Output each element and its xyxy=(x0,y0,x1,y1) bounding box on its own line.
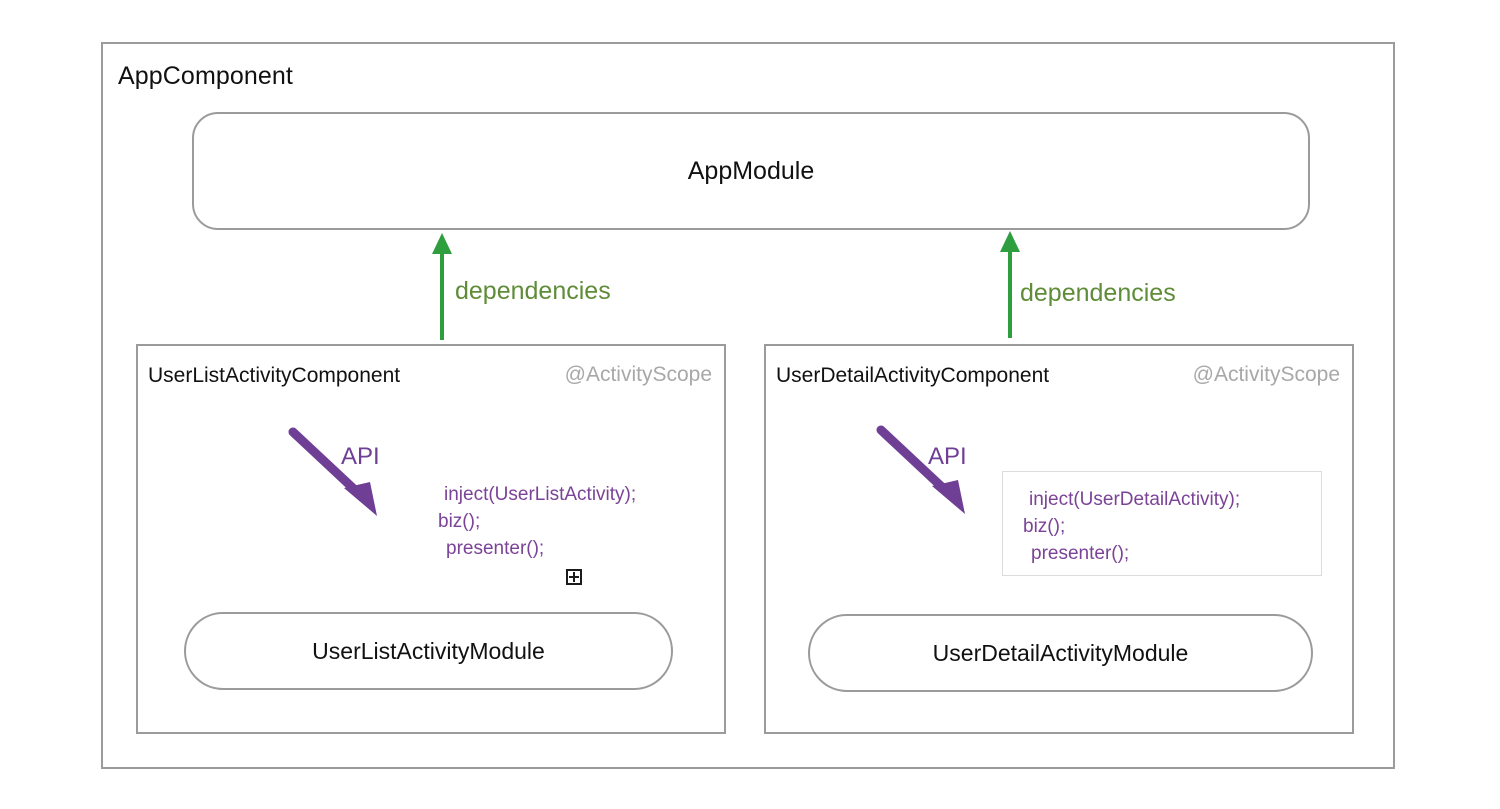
code-line-presenter: presenter(); xyxy=(446,538,545,559)
plus-square-icon[interactable] xyxy=(566,569,582,585)
code-line-inject: inject(UserDetailActivity); xyxy=(1029,489,1241,510)
dependency-label-right: dependencies xyxy=(1020,279,1176,307)
api-label-left: API xyxy=(341,443,380,470)
user-list-activity-module-box[interactable]: UserListActivityModule xyxy=(184,612,673,690)
user-list-activity-scope-annotation: @ActivityScope xyxy=(564,363,712,386)
api-arrow-right xyxy=(876,425,965,514)
user-detail-activity-component-title: UserDetailActivityComponent xyxy=(776,364,1050,387)
user-detail-activity-module-box[interactable]: UserDetailActivityModule xyxy=(808,614,1313,692)
user-detail-activity-scope-annotation: @ActivityScope xyxy=(1192,363,1340,386)
dependency-arrow-right xyxy=(1000,231,1020,338)
api-label-right: API xyxy=(928,443,967,470)
user-list-code-block: inject(UserListActivity); biz(); present… xyxy=(438,481,636,562)
api-arrow-left xyxy=(288,427,377,516)
app-module-label: AppModule xyxy=(687,156,815,185)
app-module-box[interactable]: AppModule xyxy=(192,112,1310,230)
code-line-inject: inject(UserListActivity); xyxy=(444,484,637,505)
user-detail-code-block: inject(UserDetailActivity); biz(); prese… xyxy=(1002,471,1322,576)
code-line-biz: biz(); xyxy=(1023,516,1066,537)
user-detail-activity-module-label: UserDetailActivityModule xyxy=(932,639,1189,666)
user-list-activity-module-label: UserListActivityModule xyxy=(312,637,545,664)
app-component-title: AppComponent xyxy=(118,62,293,90)
code-line-presenter: presenter(); xyxy=(1031,543,1130,564)
user-list-activity-component-title: UserListActivityComponent xyxy=(148,364,401,387)
dependency-label-left: dependencies xyxy=(455,277,611,305)
code-line-biz: biz(); xyxy=(438,511,481,532)
dependency-arrow-left xyxy=(432,233,452,340)
